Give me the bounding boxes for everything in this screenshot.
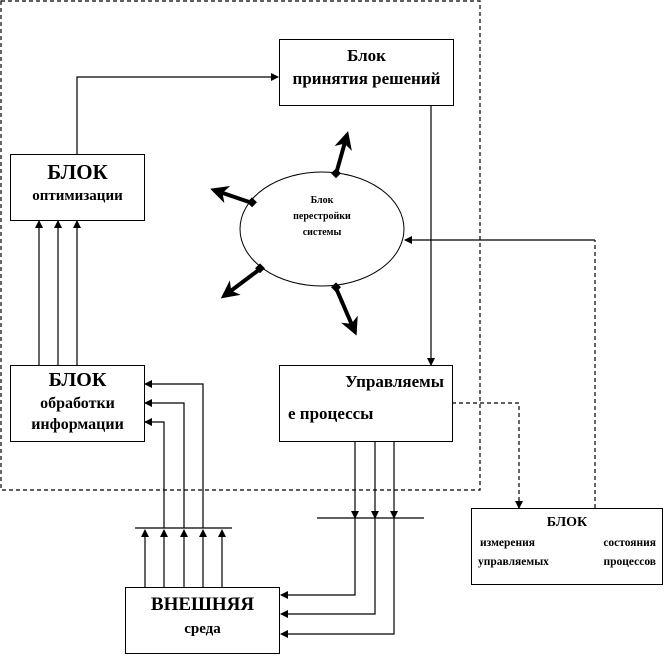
- wire-managed-to-env-2: [280, 518, 376, 618]
- restructuring-label-3: системы: [302, 227, 342, 238]
- processing-block-line3: информации: [31, 416, 124, 433]
- restructuring-label-2: перестройки: [293, 211, 351, 222]
- managed-processes-line2: е процессы: [288, 404, 374, 423]
- system-boundary: [0, 0, 481, 491]
- decision-block-title: Блок: [347, 46, 386, 65]
- wire-managed-to-measurement: [452, 402, 523, 509]
- measurement-block-title: БЛОК: [546, 515, 588, 530]
- radiating-arrow-bottom-right: [334, 287, 358, 336]
- optimization-block: БЛОК оптимизации: [10, 154, 145, 221]
- wire-managed-to-env-3: [280, 518, 395, 638]
- processing-block-line2: обработки: [40, 395, 115, 412]
- measurement-block: БЛОК измерения состояния управляемых про…: [471, 508, 663, 585]
- environment-block-title: ВНЕШНЯЯ: [150, 594, 255, 615]
- optimization-block-title: БЛОК: [47, 160, 108, 184]
- restructuring-label-1: Блок: [310, 195, 334, 206]
- decision-block-subtitle: принятия решений: [292, 69, 441, 88]
- measurement-block-line2a: измерения: [480, 537, 535, 549]
- restructuring-ellipse: [239, 171, 405, 287]
- managed-processes-block: Управляемы е процессы: [279, 365, 453, 442]
- radiating-arrow-top: [334, 131, 352, 175]
- decision-block: Блок принятия решений: [279, 39, 454, 106]
- wire-env-to-processing-3: [144, 418, 165, 528]
- wire-optimization-to-decision: [76, 73, 279, 154]
- managed-processes-line1: Управляемы: [345, 372, 444, 391]
- measurement-block-line3a: управляемых: [478, 556, 549, 568]
- wire-env-to-processing-2: [144, 399, 185, 528]
- radiating-arrow-left: [210, 186, 253, 205]
- optimization-block-subtitle: оптимизации: [32, 188, 123, 204]
- environment-block-subtitle: среда: [184, 621, 221, 637]
- wire-managed-to-env-1: [280, 518, 356, 599]
- processing-block: БЛОК обработки информации: [10, 365, 145, 442]
- wire-env-to-processing-1: [144, 380, 204, 528]
- radiating-arrow-bottom-left: [220, 267, 262, 299]
- processing-block-title: БЛОК: [48, 369, 107, 391]
- measurement-block-line2b: состояния: [603, 537, 656, 549]
- restructuring-outputs: [210, 131, 358, 336]
- environment-block: ВНЕШНЯЯ среда: [125, 587, 280, 654]
- measurement-block-line3b: процессов: [603, 556, 656, 568]
